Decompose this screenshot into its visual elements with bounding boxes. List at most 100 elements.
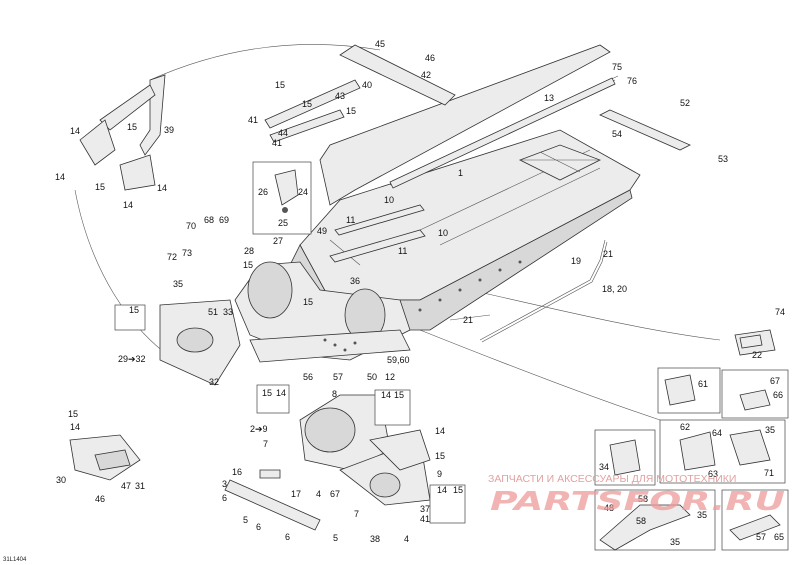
callout-68-0: 68 [204,215,214,225]
callout-45-0: 45 [375,39,385,49]
callout-70-0: 70 [186,221,196,231]
callout-75-0: 75 [612,62,622,72]
callout-11-1: 11 [398,246,407,256]
callout-74-0: 74 [775,307,785,317]
line-18-20-b [481,241,608,343]
callout-15-3: 15 [302,99,312,109]
callout-15-1: 15 [95,182,105,192]
callout-labels: 12➔9344556667789101011111213141414141414… [55,39,785,547]
callout-26-0: 26 [258,187,268,197]
callout-34-0: 34 [599,462,609,472]
guide-curve-left [74,189,176,361]
callout-35-3: 35 [670,537,680,547]
callout-42-0: 42 [421,70,431,80]
callout-44-0: 44 [278,128,288,138]
line-18-20 [479,239,606,341]
part-34 [609,439,641,476]
callout-32-0: 32 [209,377,219,387]
callout-49-0: 49 [317,226,327,236]
callout-61-0: 61 [698,379,708,389]
callout-54-0: 54 [612,129,622,139]
callout-24-0: 24 [298,187,308,197]
upper-column [264,44,456,143]
part-22 [739,334,763,349]
fastener-box-15-14 [256,384,290,414]
skid-plate-16 [224,479,321,531]
callout-14-8: 14 [437,485,447,495]
rear-bumper-52 [599,109,691,151]
part-62 [679,431,716,471]
part-57 [729,514,781,541]
callout-8-0: 8 [332,389,337,399]
callout-15-7: 15 [129,305,139,315]
fastener-box-15 [114,304,146,331]
callout-7-0: 7 [263,439,268,449]
guide-curve-right [469,289,721,341]
callout-50-0: 50 [367,372,377,382]
part-63 [729,429,771,466]
frame-8-opening [304,407,356,453]
callout-3-0: 3 [222,479,227,489]
callout-15-8: 15 [68,409,78,419]
callout-41-2: 41 [420,514,430,524]
callout-15-10: 15 [394,390,404,400]
detail-box-66 [721,369,789,419]
callout-15-12: 15 [453,485,463,495]
callout-14-3: 14 [157,183,167,193]
lower-crossmember [249,329,411,363]
deck-line-2 [439,167,601,246]
bumper-opening [176,327,214,353]
callout-38-0: 38 [370,534,380,544]
callout-15-2: 15 [275,80,285,90]
callout-57-1: 57 [756,532,766,542]
callout-7-1: 7 [354,509,359,519]
callout-15-5: 15 [243,260,253,270]
callout-47-0: 47 [121,481,131,491]
callout-12-0: 12 [385,372,395,382]
callout-25-0: 25 [278,218,288,228]
callout-15-0: 15 [127,122,137,132]
callout-73-0: 73 [182,248,192,258]
detail-box-58 [594,489,716,551]
steering-bracket-left [79,119,116,166]
callout-15-11: 15 [435,451,445,461]
callout-76-0: 76 [627,76,637,86]
callout-36-0: 36 [350,276,360,286]
callout-64-0: 64 [712,428,722,438]
callout-14-7: 14 [435,426,445,436]
drawing-code: 31L1404 [3,557,27,563]
detail-box-61 [657,367,721,414]
callout-62-0: 62 [680,422,690,432]
callout-53-0: 53 [718,154,728,164]
lower-frame-assembly [299,394,431,506]
front-frame [159,261,411,386]
callout-57-0: 57 [333,372,343,382]
callout-72-0: 72 [167,252,177,262]
brace-14 [369,429,431,471]
guide-curve-right-2 [419,329,661,421]
part-3 [259,469,281,479]
callout-59-60-0: 59,60 [387,355,410,365]
line-21 [449,314,491,321]
callout-39-0: 39 [164,125,174,135]
callout-52-0: 52 [680,98,690,108]
callout-4-1: 4 [404,534,409,544]
part-61 [664,374,696,406]
detail-box-62 [659,419,786,484]
callout-69-0: 69 [219,215,229,225]
callout-14-0: 14 [70,126,80,136]
tunnel-assembly [289,44,691,331]
callout-30-0: 30 [56,475,66,485]
slide-rail [389,77,616,189]
callout-22-0: 22 [752,350,762,360]
callout-1-0: 1 [458,168,463,178]
detail-box-57 [721,489,789,551]
callout-17-0: 17 [291,489,301,499]
callout-14-4: 14 [70,422,80,432]
callout-37-0: 37 [420,504,430,514]
callout-31-0: 31 [135,481,145,491]
callout-14-2: 14 [123,200,133,210]
callout-33-0: 33 [223,307,233,317]
bolt-25 [282,207,288,213]
